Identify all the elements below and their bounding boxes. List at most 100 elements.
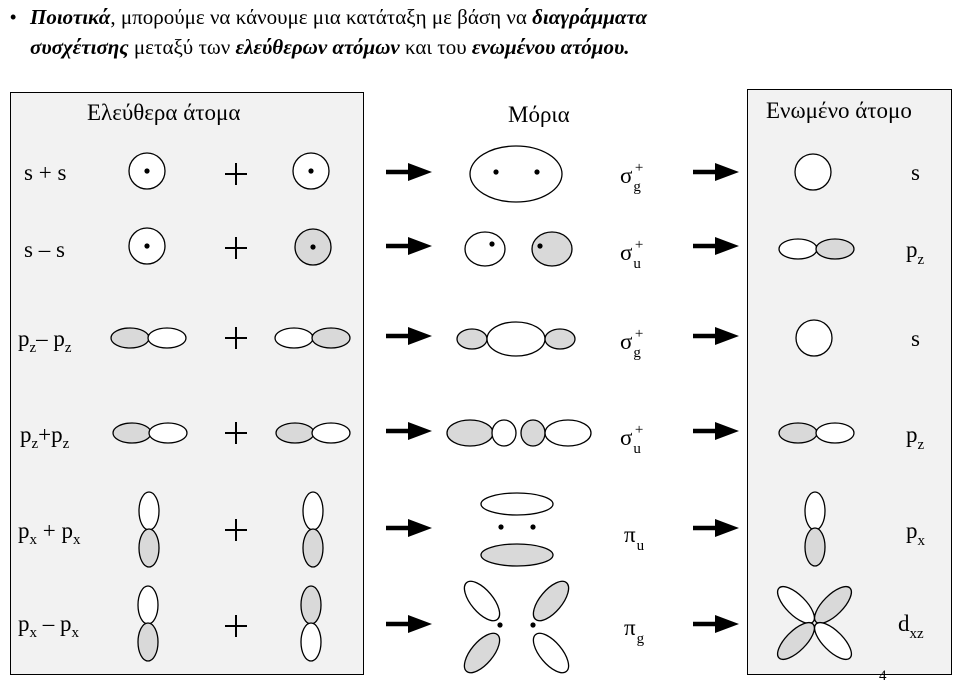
intro-line-2-segment-2: ελεύθερων ατόμων	[235, 35, 400, 59]
row-3-mo-symbol: σg+	[620, 326, 644, 361]
row-5-px-b-lobe-bottom	[302, 528, 324, 568]
header-molecules: Μόρια	[508, 102, 570, 127]
row-4-arrow-right-head	[715, 422, 739, 440]
bullet-marker: •	[10, 7, 17, 27]
row-3-combination-label: pz– pz	[18, 326, 72, 356]
row-3-mo-lobe-right	[544, 328, 576, 350]
row-1-result-label: s	[911, 160, 920, 185]
row-6-result-d-lobe-upper-right	[813, 585, 853, 625]
row-6-pi-lobe-upper-right	[532, 580, 570, 622]
row-3-result-label: s	[911, 326, 920, 351]
row-4-pz-b-lobe-1	[275, 422, 315, 444]
row-1-bonding-mo	[469, 145, 563, 203]
row-6-px-b-lobe-top	[300, 585, 322, 625]
header-bonded-atom: Ενωμένο άτομο	[766, 98, 912, 123]
header-free-atoms: Ελεύθερα άτομα	[87, 100, 241, 125]
row-6-px-b-lobe-bottom	[300, 622, 322, 662]
row-6-mo-nucleus-a	[497, 622, 503, 628]
row-1-mo-symbol: σg+	[620, 160, 644, 195]
row-6-result-d-lobe-lower-right	[813, 621, 853, 661]
intro-line-1-segment-2: διαγράμματα	[532, 5, 648, 29]
row-6-arrow-right-head	[715, 615, 739, 633]
row-3-pz-a-lobe-1	[110, 327, 150, 349]
row-4-result-label: pz	[906, 422, 925, 453]
row-5-arrow-right-head	[715, 519, 739, 537]
row-3-pz-b-lobe-2	[311, 327, 351, 349]
row-2-result-label: pz	[906, 237, 925, 268]
row-3-mo-lobe-center	[486, 321, 546, 357]
row-6-mo-symbol: πg	[624, 615, 645, 647]
intro-line-2-segment-3: και του	[399, 35, 472, 59]
row-1-arrow-right-head	[715, 163, 739, 181]
row-5-mo-nucleus-a	[498, 524, 504, 530]
row-4-combination-label: pz+pz	[20, 422, 70, 452]
row-2-arrow-right-head	[715, 237, 739, 255]
row-3-arrow-left-head	[408, 327, 432, 345]
row-3-pz-b-lobe-1	[274, 327, 314, 349]
intro-line-2-segment-0: συσχέτισης	[30, 35, 129, 59]
row-3-mo-lobe-left	[456, 328, 488, 350]
row-2-result-pz-lobe-a	[778, 238, 818, 260]
intro-line-1-segment-0: Ποιοτικά	[30, 5, 111, 29]
row-5-result-px-top	[804, 491, 826, 531]
row-6-px-a-lobe-bottom	[137, 622, 159, 662]
intro-line-1-segment-1: , μπορούμε να κάνουμε μια κατάταξη με βά…	[110, 5, 533, 29]
row-5-arrow-left-head	[408, 519, 432, 537]
row-1-nucleus-a	[144, 168, 150, 174]
row-6-px-a-lobe-top	[137, 585, 159, 625]
row-6-combination-label: px – px	[18, 611, 79, 641]
row-4-pz-a-lobe-1	[112, 422, 152, 444]
row-2-mo-symbol: σu+	[620, 237, 644, 272]
row-2-mo-nucleus-b	[537, 243, 543, 249]
page-number: 4	[879, 668, 887, 684]
row-2-result-pz-lobe-b	[815, 238, 855, 260]
intro-line-2-segment-4: ενωμένου ατόμου.	[471, 35, 630, 59]
row-1-result-s	[794, 153, 832, 191]
row-3-result-s	[795, 319, 833, 357]
row-4-arrow-left-head	[408, 422, 432, 440]
row-2-arrow-left-head	[408, 237, 432, 255]
row-2-nucleus-a	[144, 243, 150, 249]
row-5-pi-lobe-top	[480, 492, 554, 516]
row-4-mo-lobe-3	[520, 419, 546, 447]
row-5-result-px-bottom	[804, 527, 826, 567]
row-2-antibonding-lobe-a	[464, 231, 506, 267]
row-6-pi-lobe-lower-right	[532, 632, 570, 674]
row-4-mo-lobe-4	[544, 419, 592, 447]
row-1-arrow-left-head	[408, 163, 432, 181]
row-2-combination-label: s – s	[24, 237, 65, 262]
row-6-arrow-left-head	[408, 615, 432, 633]
row-5-mo-nucleus-b	[530, 524, 536, 530]
row-6-result-d-lobe-upper-left	[776, 585, 816, 625]
row-5-px-a-lobe-top	[138, 491, 160, 531]
row-4-pz-a-lobe-2	[148, 422, 188, 444]
row-1-combination-label: s + s	[24, 160, 67, 185]
row-6-mo-nucleus-b	[530, 622, 536, 628]
row-6-result-label: dxz	[898, 611, 924, 642]
row-4-mo-lobe-2	[491, 419, 517, 447]
row-2-mo-nucleus-a	[489, 241, 495, 247]
row-2-antibonding-lobe-b	[531, 231, 573, 267]
row-5-mo-symbol: πu	[624, 522, 645, 554]
row-5-result-label: px	[906, 518, 925, 549]
row-3-pz-a-lobe-2	[147, 327, 187, 349]
intro-line-1: Ποιοτικά, μπορούμε να κάνουμε μια κατάτα…	[30, 2, 647, 32]
intro-line-2: συσχέτισης μεταξύ των ελεύθερων ατόμων κ…	[30, 32, 629, 62]
row-1-nucleus-b	[308, 168, 314, 174]
row-5-px-a-lobe-bottom	[138, 528, 160, 568]
row-4-mo-symbol: σu+	[620, 422, 644, 457]
row-6-result-d-lobe-lower-left	[776, 621, 816, 661]
row-1-mo-nucleus-a	[493, 169, 499, 175]
row-6-pi-lobe-lower-left	[463, 632, 501, 674]
row-4-result-pz-lobe-a	[778, 422, 818, 444]
row-4-pz-b-lobe-2	[311, 422, 351, 444]
row-5-px-b-lobe-top	[302, 491, 324, 531]
row-5-pi-lobe-bottom	[480, 543, 554, 567]
bonded-atom-panel	[747, 89, 952, 675]
row-5-combination-label: px + px	[18, 518, 81, 548]
row-2-nucleus-b	[310, 244, 316, 250]
row-4-result-pz-lobe-b	[815, 422, 855, 444]
row-6-pi-lobe-upper-left	[463, 580, 501, 622]
row-1-mo-nucleus-b	[534, 169, 540, 175]
